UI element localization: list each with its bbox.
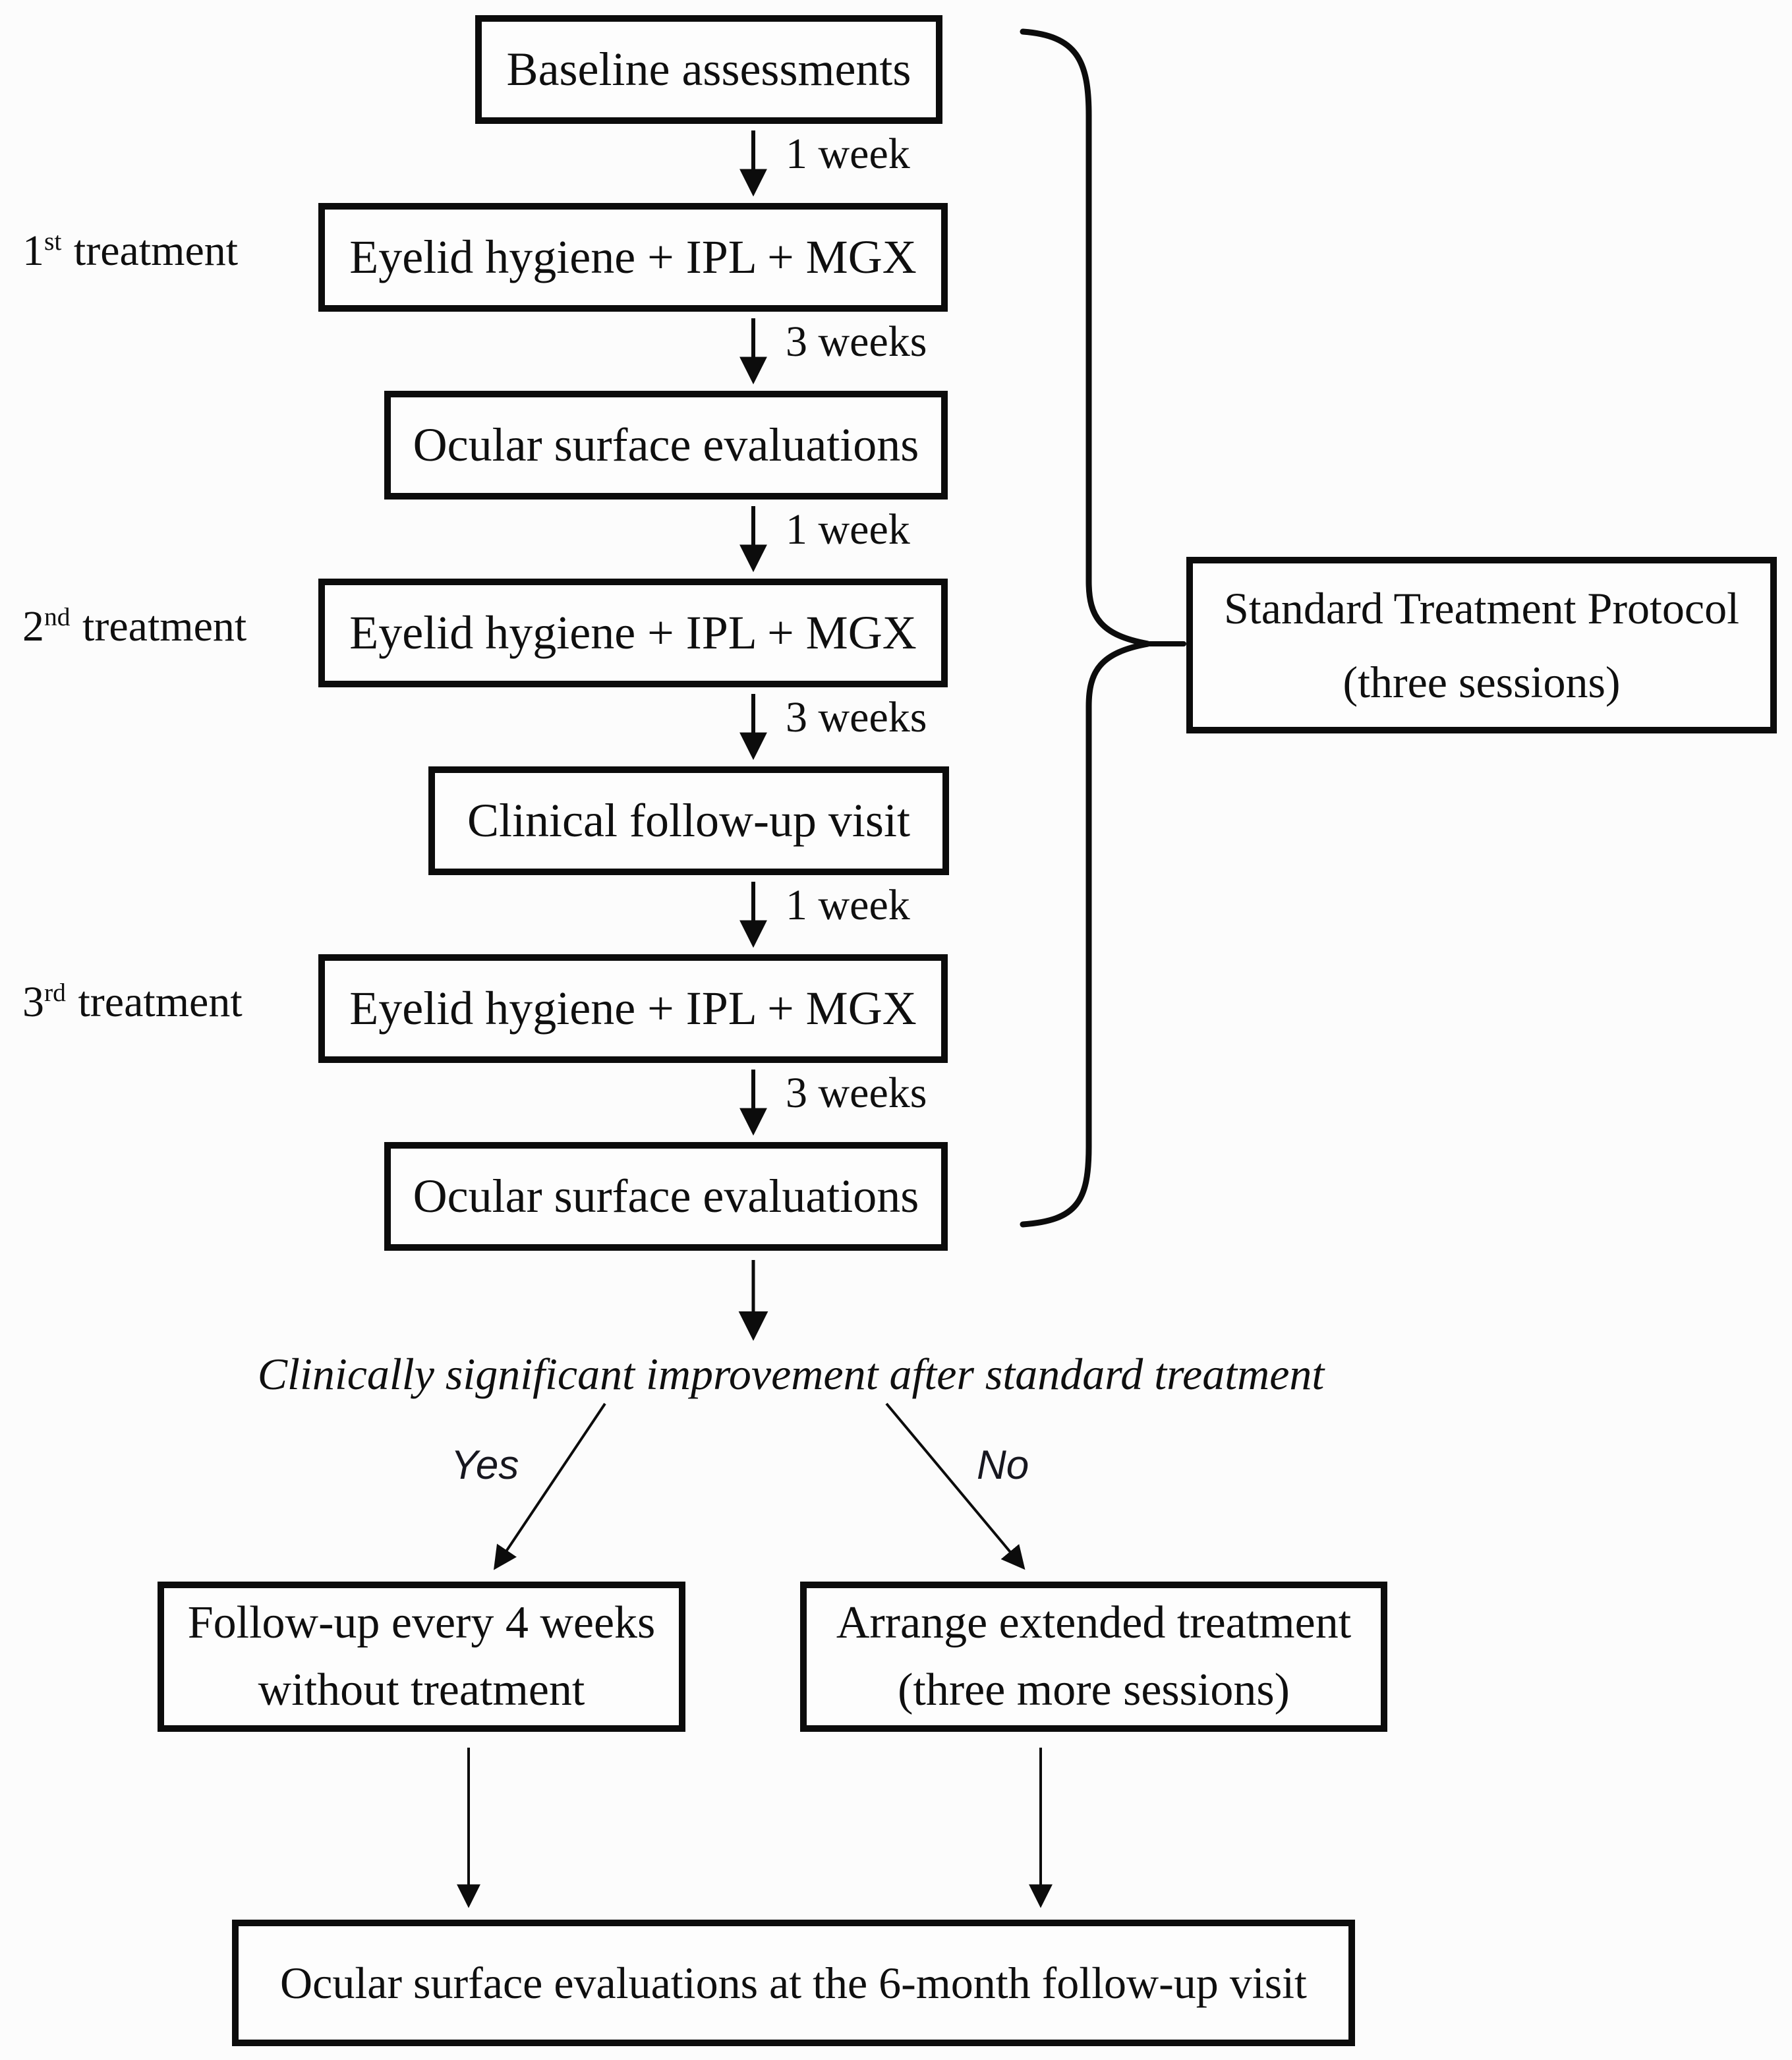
side-label-3-word: treatment <box>78 978 243 1026</box>
side-label-3rd-treatment: 3rd treatment <box>22 977 306 1027</box>
followup-outcome-line1: Follow-up every 4 weeks <box>187 1597 656 1648</box>
side-label-1st-treatment: 1st treatment <box>22 226 306 276</box>
baseline-assessments-box: Baseline assessments <box>475 15 942 124</box>
extended-treatment-line1: Arrange extended treatment <box>836 1597 1352 1648</box>
side-label-2nd-treatment: 2nd treatment <box>22 602 306 652</box>
treatment-3-label: Eyelid hygiene + IPL + MGX <box>349 981 917 1035</box>
standard-protocol-line1: Standard Treatment Protocol <box>1224 583 1739 633</box>
ocular-evaluation-2-box: Ocular surface evaluations <box>384 1142 948 1251</box>
interval-label-5: 1 week <box>786 881 910 929</box>
side-label-3-ordinal: rd <box>44 978 66 1007</box>
standard-protocol-line2: (three sessions) <box>1343 657 1621 707</box>
side-label-2-word: treatment <box>82 602 247 650</box>
treatment-3-box: Eyelid hygiene + IPL + MGX <box>318 954 948 1063</box>
treatment-2-box: Eyelid hygiene + IPL + MGX <box>318 579 948 687</box>
ocular-evaluation-1-box: Ocular surface evaluations <box>384 391 948 500</box>
ocular-evaluation-1-label: Ocular surface evaluations <box>413 418 919 471</box>
baseline-assessments-label: Baseline assessments <box>506 42 911 96</box>
side-label-2-number: 2 <box>22 602 44 650</box>
interval-label-1: 1 week <box>786 130 910 178</box>
followup-outcome-box: Follow-up every 4 weeks without treatmen… <box>158 1582 685 1732</box>
followup-outcome-line2: without treatment <box>258 1665 585 1715</box>
interval-label-4: 3 weeks <box>786 693 927 741</box>
decision-question: Clinically significant improvement after… <box>257 1349 1325 1399</box>
treatment-1-label: Eyelid hygiene + IPL + MGX <box>349 230 917 283</box>
side-label-1-ordinal: st <box>44 227 62 256</box>
extended-treatment-line2: (three more sessions) <box>898 1665 1290 1715</box>
ocular-evaluation-2-label: Ocular surface evaluations <box>413 1169 919 1222</box>
treatment-2-label: Eyelid hygiene + IPL + MGX <box>349 606 917 659</box>
yes-label: Yes <box>451 1443 519 1488</box>
interval-label-6: 3 weeks <box>786 1069 927 1117</box>
final-evaluation-box: Ocular surface evaluations at the 6-mont… <box>232 1920 1355 2046</box>
side-label-2-ordinal: nd <box>44 602 71 631</box>
clinical-followup-label: Clinical follow-up visit <box>467 793 910 847</box>
side-label-1-word: treatment <box>73 227 239 275</box>
side-label-3-number: 3 <box>22 978 44 1026</box>
interval-label-2: 3 weeks <box>786 318 927 366</box>
standard-protocol-box: Standard Treatment Protocol (three sessi… <box>1186 557 1777 733</box>
interval-label-3: 1 week <box>786 505 910 554</box>
treatment-1-box: Eyelid hygiene + IPL + MGX <box>318 203 948 312</box>
extended-treatment-box: Arrange extended treatment (three more s… <box>800 1582 1387 1732</box>
no-label: No <box>977 1443 1029 1488</box>
final-evaluation-label: Ocular surface evaluations at the 6-mont… <box>280 1957 1307 2008</box>
protocol-brace <box>1020 28 1149 1228</box>
side-label-1-number: 1 <box>22 227 44 275</box>
clinical-followup-box: Clinical follow-up visit <box>428 766 949 875</box>
